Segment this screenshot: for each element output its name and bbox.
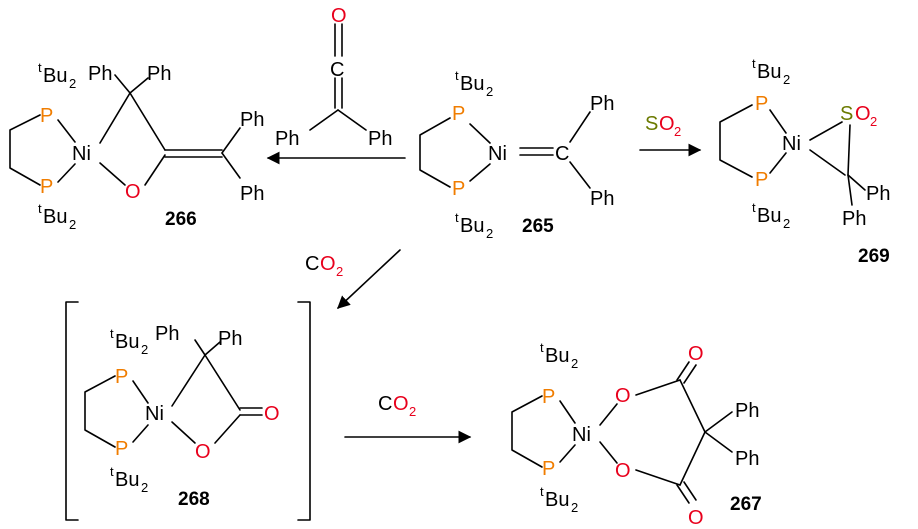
phenyl-label: Ph [240, 109, 264, 131]
compound-268: t Bu 2 Ph Ph P P Ni O O t Bu 2 268 [65, 301, 311, 521]
nickel-atom: Ni [488, 143, 507, 165]
oxygen-atom: O [615, 460, 631, 482]
co2-reagent-first: C O 2 [305, 253, 343, 279]
svg-text:O: O [393, 393, 409, 415]
bu-label: Bu [115, 469, 139, 491]
phenyl-label: Ph [88, 63, 112, 85]
compound-label-269: 269 [858, 246, 890, 267]
bu-subscript: 2 [571, 500, 578, 515]
phenyl-label: Ph [735, 400, 759, 422]
compound-266: t Bu 2 Ph Ph Ph Ph P P Ni O t Bu 2 266 [9, 60, 264, 232]
bu-subscript: 2 [783, 72, 790, 87]
tert-label: t [455, 68, 459, 83]
svg-text:2: 2 [336, 264, 343, 279]
bu-subscript: 2 [486, 226, 493, 241]
bu-label: Bu [43, 206, 67, 228]
nickel-atom: Ni [145, 403, 164, 425]
oxygen-atom: O [264, 403, 280, 425]
phosphorus-atom: P [452, 103, 465, 125]
bu-subscript: 2 [486, 84, 493, 99]
oxygen-atom: O [125, 181, 141, 203]
bu-subscript: 2 [141, 342, 148, 357]
tert-label: t [110, 464, 114, 479]
compound-265: t Bu 2 P P Ni C Ph Ph t Bu 2 265 [419, 68, 614, 241]
tert-label: t [38, 201, 42, 216]
phosphorus-atom: P [115, 366, 128, 388]
tert-label: t [752, 200, 756, 215]
carbon-atom: C [330, 59, 344, 81]
nickel-atom: Ni [72, 143, 91, 165]
tert-label: t [110, 326, 114, 341]
phosphorus-atom: P [40, 176, 53, 198]
nickel-atom: Ni [782, 133, 801, 155]
co2-reagent-second: C O 2 [378, 393, 416, 419]
diphenylketene-reagent: O C Ph Ph [275, 5, 392, 150]
phenyl-label: Ph [590, 93, 614, 115]
bu-label: Bu [115, 331, 139, 353]
carbon-atom: C [555, 143, 569, 165]
svg-text:2: 2 [674, 124, 681, 139]
phenyl-label: Ph [590, 188, 614, 210]
svg-text:O: O [320, 253, 336, 275]
compound-label-265: 265 [522, 216, 554, 237]
oxygen-atom: O [195, 441, 211, 463]
tert-label: t [752, 56, 756, 71]
phosphorus-atom: P [542, 386, 555, 408]
oxygen-atom: O [331, 5, 347, 27]
nickel-atom: Ni [572, 424, 591, 446]
compound-label-267: 267 [730, 494, 762, 515]
compound-label-268: 268 [178, 489, 210, 510]
svg-text:C: C [378, 393, 392, 415]
phenyl-label: Ph [240, 183, 264, 205]
sulfur-atom: S [840, 103, 853, 125]
phosphorus-atom: P [542, 458, 555, 480]
bu-subscript: 2 [571, 356, 578, 371]
phenyl-label: Ph [147, 63, 171, 85]
compound-267: t Bu 2 P P Ni O O O O Ph Ph t Bu 2 267 [511, 340, 762, 529]
phosphorus-atom: P [115, 438, 128, 460]
phenyl-label: Ph [275, 128, 299, 150]
svg-text:O: O [659, 113, 675, 135]
phenyl-label: Ph [218, 328, 242, 350]
bu-label: Bu [43, 65, 67, 87]
bu-label: Bu [545, 345, 569, 367]
arrow-to-268 [337, 249, 401, 309]
bu-subscript: 2 [69, 76, 76, 91]
svg-text:C: C [305, 253, 319, 275]
oxygen-atom: O [855, 103, 871, 125]
phenyl-label: Ph [155, 323, 179, 345]
bu-label: Bu [757, 61, 781, 83]
oxygen-atom: O [688, 507, 704, 529]
svg-text:2: 2 [409, 404, 416, 419]
phosphorus-atom: P [452, 178, 465, 200]
phenyl-label: Ph [368, 128, 392, 150]
o-subscript: 2 [870, 114, 877, 129]
bu-label: Bu [460, 215, 484, 237]
oxygen-atom: O [615, 385, 631, 407]
so2-reagent: S O 2 [645, 113, 681, 139]
phenyl-label: Ph [842, 208, 866, 230]
phosphorus-atom: P [755, 93, 768, 115]
tert-label: t [455, 210, 459, 225]
compound-269: t Bu 2 P P Ni S O 2 Ph Ph t Bu 2 269 [719, 56, 890, 267]
compound-label-266: 266 [165, 209, 197, 230]
bu-label: Bu [545, 489, 569, 511]
bu-label: Bu [757, 205, 781, 227]
phenyl-label: Ph [735, 448, 759, 470]
phosphorus-atom: P [40, 105, 53, 127]
bu-subscript: 2 [783, 216, 790, 231]
bu-subscript: 2 [69, 217, 76, 232]
tert-label: t [38, 60, 42, 75]
svg-text:S: S [645, 113, 658, 135]
bu-label: Bu [460, 73, 484, 95]
tert-label: t [540, 484, 544, 499]
bu-subscript: 2 [141, 480, 148, 495]
tert-label: t [540, 340, 544, 355]
oxygen-atom: O [688, 343, 704, 365]
phosphorus-atom: P [755, 169, 768, 191]
phenyl-label: Ph [866, 183, 890, 205]
